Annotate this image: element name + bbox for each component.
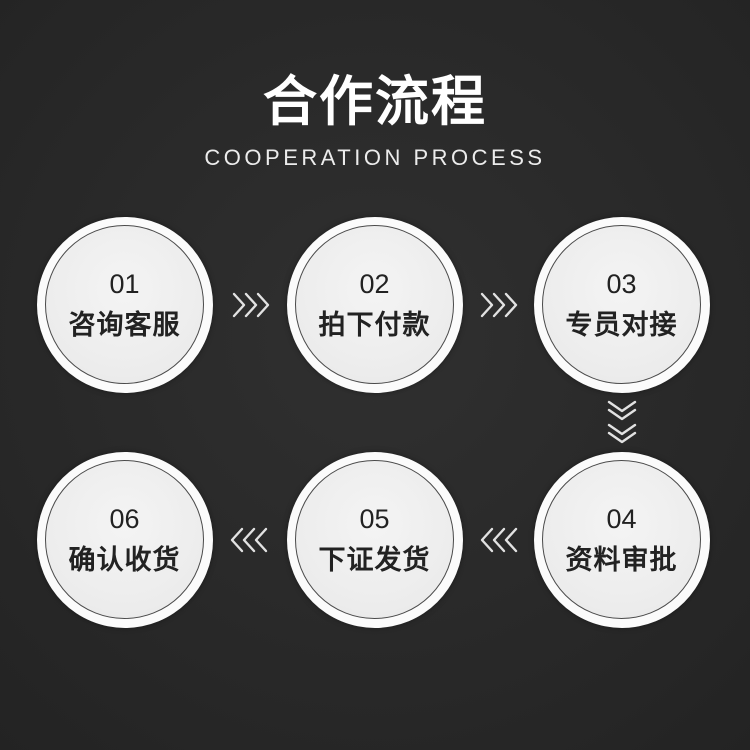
step-disc: 04 资料审批: [542, 460, 701, 619]
step-disc: 02 拍下付款: [295, 225, 454, 384]
step-label: 专员对接: [565, 309, 678, 341]
step-disc: 06 确认收货: [45, 460, 204, 619]
step-number: 02: [359, 268, 390, 299]
step-number: 04: [606, 503, 637, 534]
step-disc: 01 咨询客服: [45, 225, 204, 384]
step-label: 拍下付款: [318, 309, 431, 341]
step-circle-04: 04 资料审批: [534, 452, 710, 628]
page-subtitle: COOPERATION PROCESS: [204, 145, 546, 170]
step-circle-02: 02 拍下付款: [287, 217, 463, 393]
step-circle-01: 01 咨询客服: [37, 217, 213, 393]
step-number: 01: [109, 268, 140, 299]
chevron-left-icon: [229, 525, 271, 555]
chevron-right-icon: [229, 290, 271, 320]
step-circle-05: 05 下证发货: [287, 452, 463, 628]
step-label: 资料审批: [565, 544, 678, 576]
step-circle-03: 03 专员对接: [534, 217, 710, 393]
step-number: 06: [109, 503, 140, 534]
chevron-left-icon: [479, 525, 521, 555]
step-disc: 05 下证发货: [295, 460, 454, 619]
step-label: 下证发货: [318, 544, 431, 576]
step-label: 咨询客服: [68, 309, 181, 341]
step-circle-06: 06 确认收货: [37, 452, 213, 628]
chevron-down-icon: [605, 398, 639, 446]
step-number: 05: [359, 503, 390, 534]
step-label: 确认收货: [68, 544, 181, 576]
page-title: 合作流程: [263, 70, 487, 133]
step-disc: 03 专员对接: [542, 225, 701, 384]
step-number: 03: [606, 268, 637, 299]
chevron-right-icon: [477, 290, 519, 320]
